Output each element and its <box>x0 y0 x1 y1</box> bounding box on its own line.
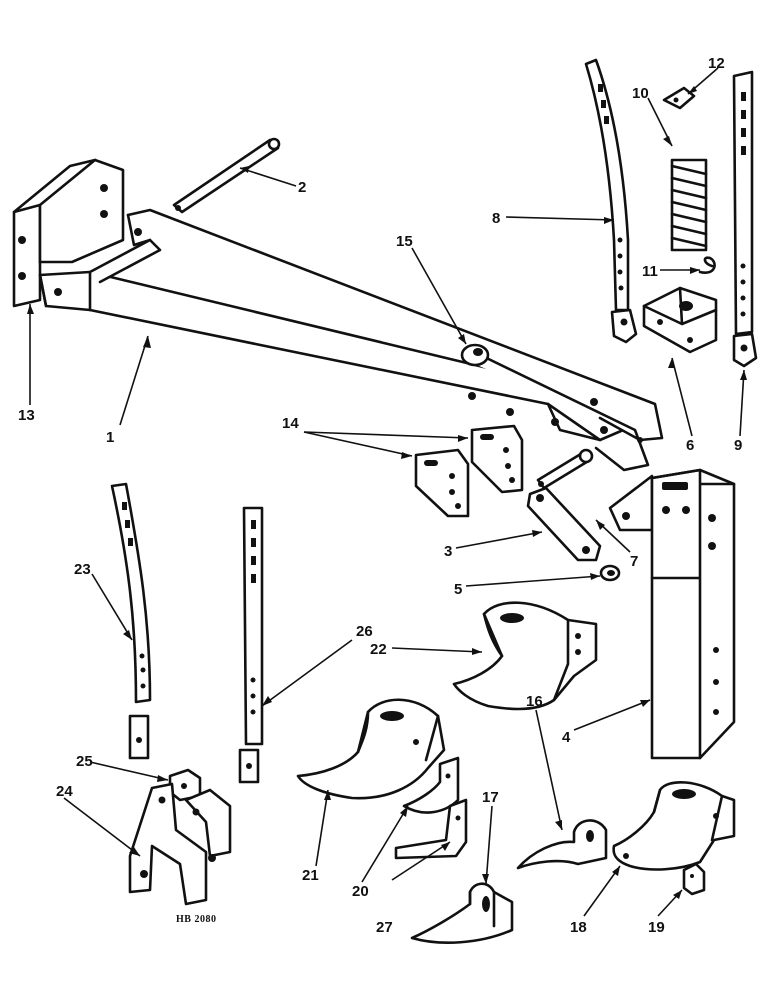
part-24-bracket <box>128 782 232 906</box>
callout-23: 23 <box>74 561 91 578</box>
callout-3: 3 <box>444 543 452 560</box>
part-10-spring <box>670 158 708 252</box>
callout-18: 18 <box>570 919 587 936</box>
callout-4: 4 <box>562 729 571 746</box>
callout-25: 25 <box>76 753 93 770</box>
callout-14: 14 <box>282 415 299 432</box>
part-14-plates <box>414 424 524 518</box>
callout-13: 13 <box>18 407 35 424</box>
callout-16: 16 <box>526 693 543 710</box>
part-1-main-frame <box>38 208 664 472</box>
callout-19: 19 <box>648 919 665 936</box>
callout-24: 24 <box>56 783 73 800</box>
part-17-sweep <box>410 882 514 944</box>
callout-11: 11 <box>642 263 658 280</box>
drawing-number: HB 2080 <box>176 914 216 925</box>
part-7-pin <box>536 448 594 490</box>
callout-22: 22 <box>370 641 387 658</box>
part-3-link <box>526 486 602 562</box>
part-5-washer <box>599 564 621 582</box>
part-4-shank <box>608 468 736 760</box>
part-9-straight-standard <box>732 70 758 368</box>
callout-8: 8 <box>492 210 500 227</box>
callout-15: 15 <box>396 233 413 250</box>
callout-7: 7 <box>630 553 638 570</box>
part-12-clip <box>662 86 696 110</box>
callout-20: 20 <box>352 883 369 900</box>
part-26-straight-standard <box>238 506 264 784</box>
part-23-curved-standard <box>110 482 152 760</box>
part-19-clip <box>682 862 706 896</box>
callout-6: 6 <box>686 437 694 454</box>
callout-5: 5 <box>454 581 462 598</box>
leader-lines <box>27 67 747 917</box>
callout-21: 21 <box>302 867 319 884</box>
part-11-hook <box>698 256 716 274</box>
part-13-mount-bracket <box>12 158 125 308</box>
part-22-shovel <box>452 601 598 711</box>
callout-17: 17 <box>482 789 499 806</box>
callout-2: 2 <box>298 179 306 196</box>
callout-9: 9 <box>734 437 742 454</box>
callout-26: 26 <box>356 623 373 640</box>
part-2-pin <box>172 137 281 214</box>
callout-1: 1 <box>106 429 114 446</box>
callout-labels: 1 2 3 4 5 6 7 8 9 10 11 12 13 14 15 16 1… <box>18 55 742 936</box>
callout-12: 12 <box>708 55 725 72</box>
part-8-curved-standard <box>584 58 638 344</box>
part-16-point <box>516 819 608 870</box>
part-18-shovel <box>612 780 736 871</box>
callout-27: 27 <box>376 919 393 936</box>
part-15-bushing <box>460 343 490 367</box>
part-21-shovel <box>296 698 446 800</box>
callout-10: 10 <box>632 85 649 102</box>
part-6-clamp-block <box>642 286 718 354</box>
